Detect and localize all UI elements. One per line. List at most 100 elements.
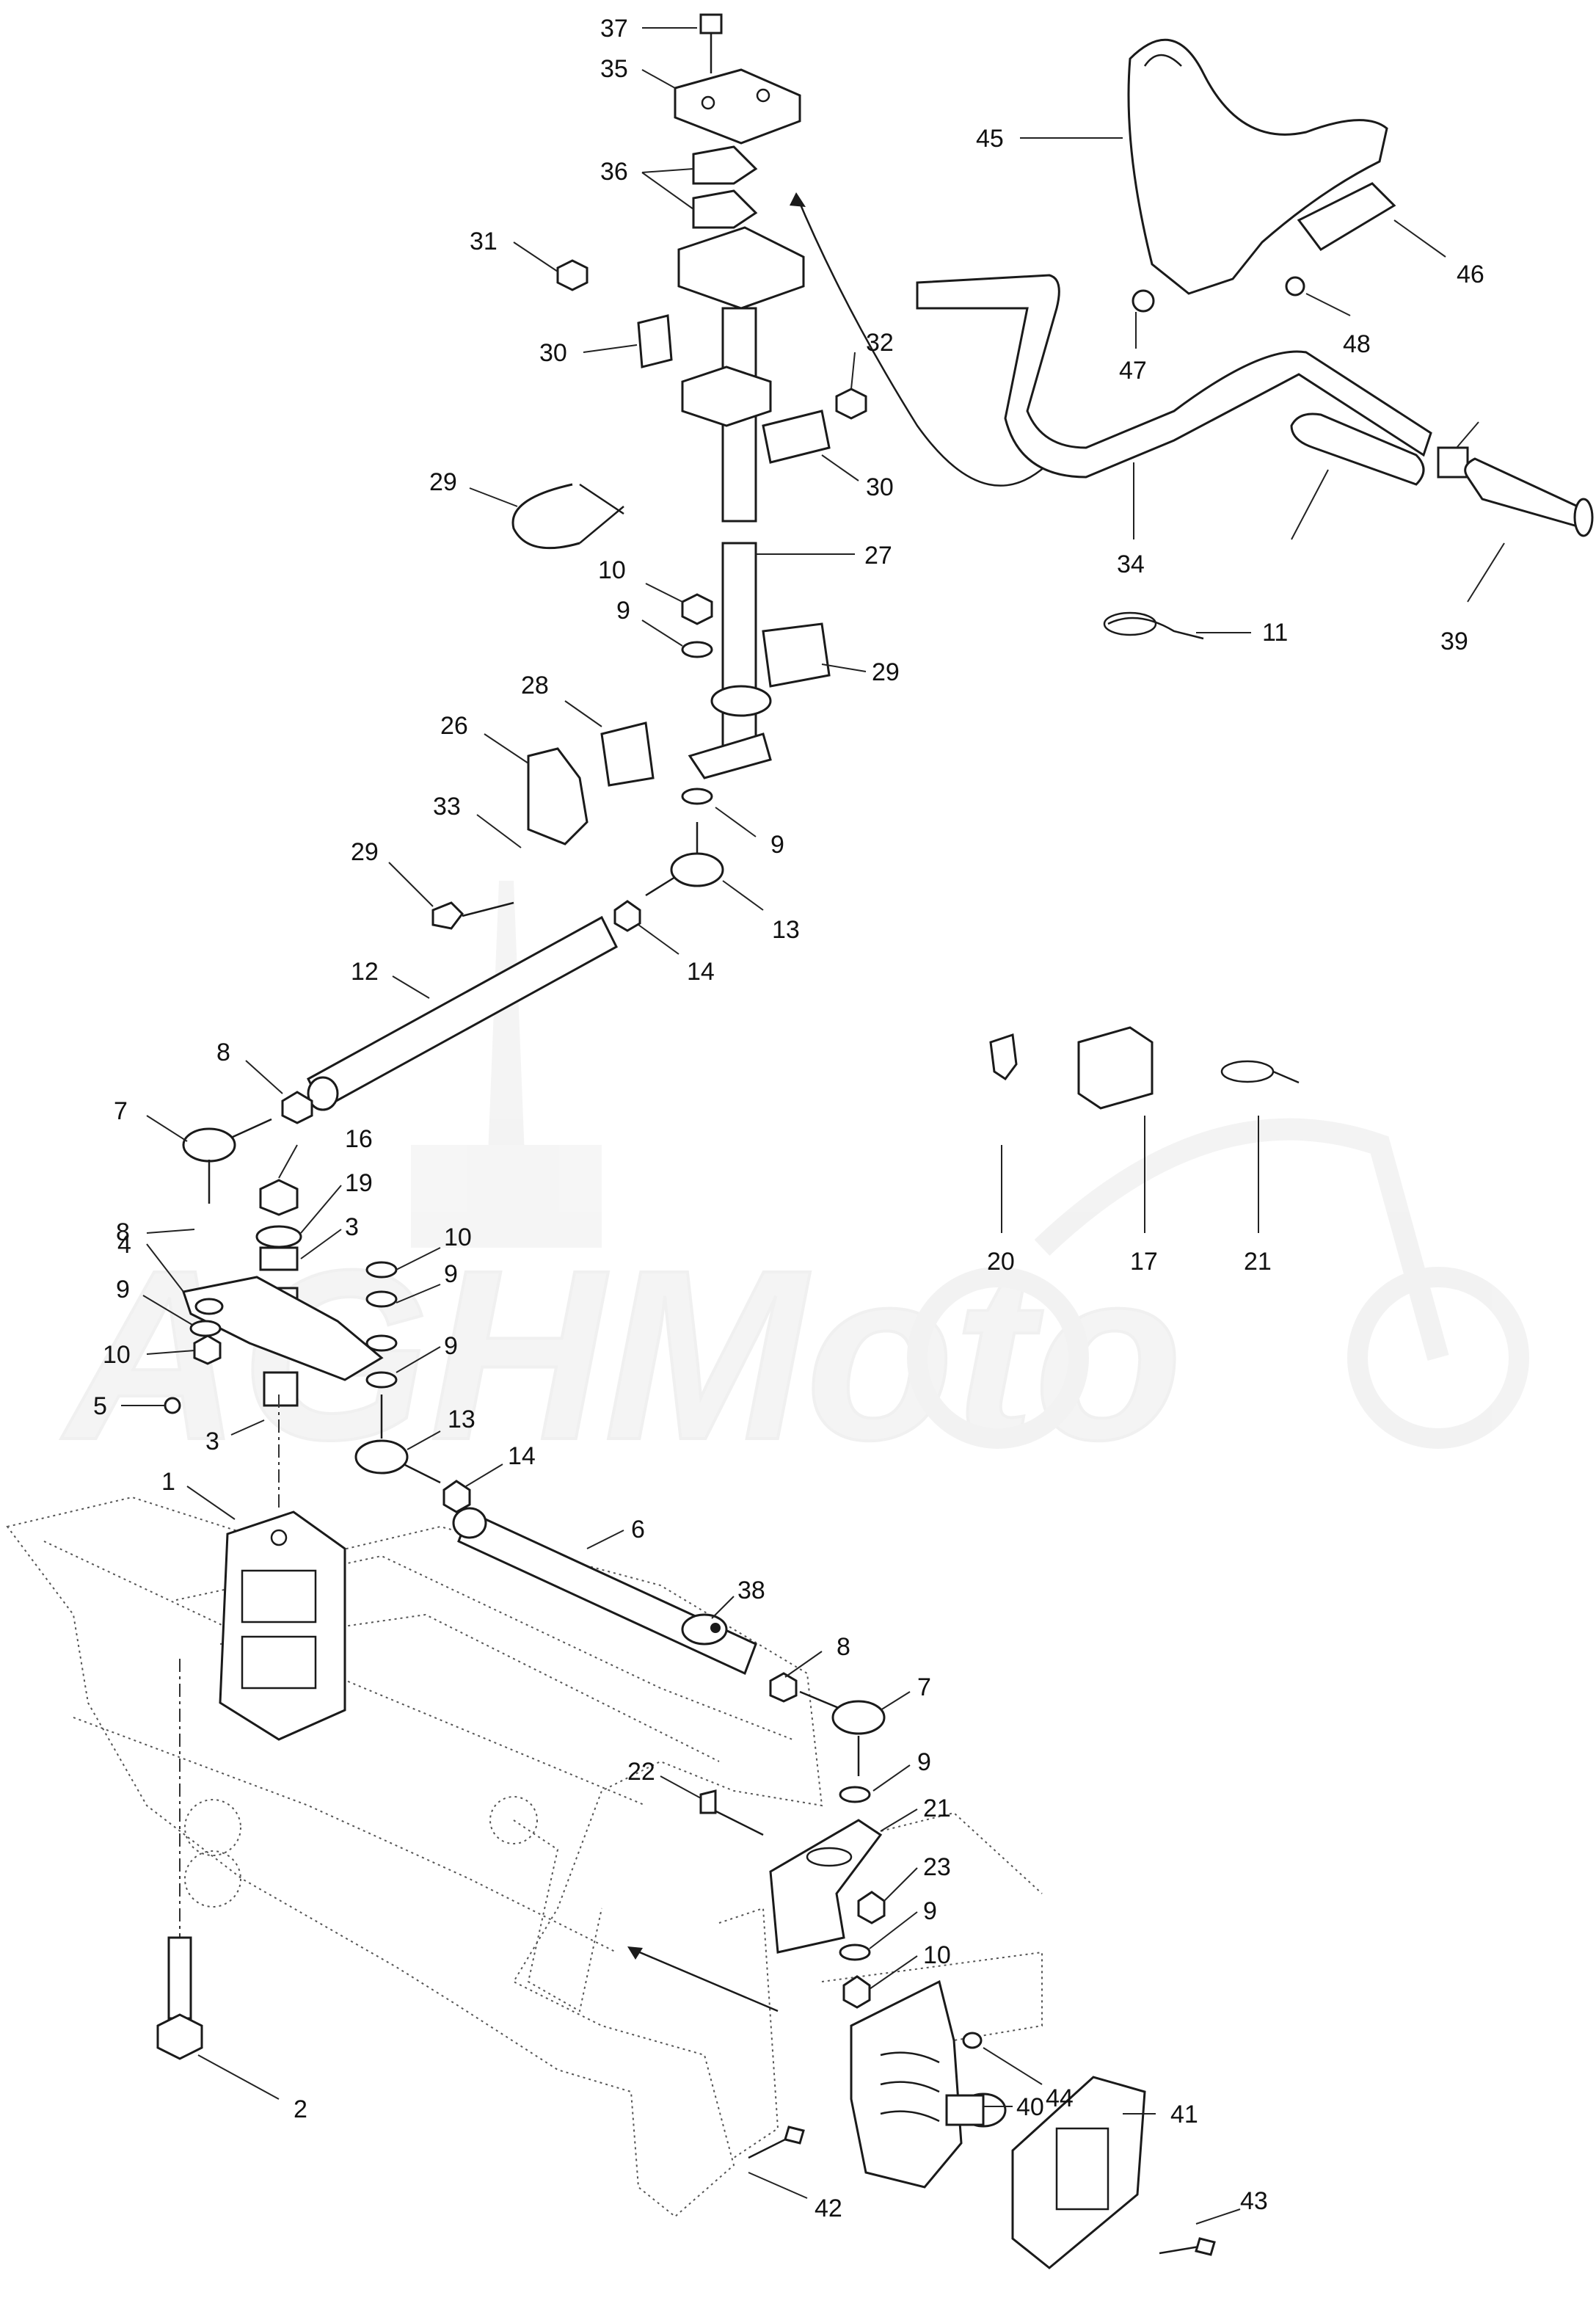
callout-label: 2 — [294, 2095, 307, 2123]
callout-label: 23 — [923, 1853, 951, 1881]
callout-label: 10 — [923, 1941, 951, 1969]
callout-20: 21 — [880, 1795, 951, 1832]
callout-label: 6 — [631, 1516, 645, 1543]
callout-26: 28 — [521, 672, 602, 727]
callout-label: 14 — [508, 1442, 536, 1470]
callout-label: 29 — [872, 658, 900, 686]
callout-label: 30 — [539, 339, 567, 367]
callout-label: 14 — [687, 958, 715, 986]
callout-46: 48 — [1305, 293, 1371, 358]
callout-9h: 9 — [869, 1897, 937, 1949]
callout-label: 3 — [345, 1213, 359, 1241]
callout-15: 16 — [278, 1125, 373, 1179]
callout-label: 19 — [345, 1169, 373, 1197]
callout-13b: 13 — [407, 1406, 475, 1450]
callout-28: 29 — [429, 468, 518, 507]
callout-14b: 14 — [465, 1442, 536, 1487]
callout-30a: 31 — [470, 228, 558, 272]
callout-25: 29 — [821, 658, 900, 686]
tie-rod-upper — [182, 915, 618, 1204]
callout-3a: 3 — [300, 1213, 359, 1259]
frame-outline — [6, 1496, 1043, 2218]
callout-label: 30 — [866, 473, 894, 501]
callout-label: 8 — [837, 1633, 850, 1661]
callout-label: 9 — [917, 1748, 931, 1776]
boot-and-plate — [748, 1979, 1216, 2269]
callout-18: 20 — [987, 1145, 1015, 1276]
callout-label: 13 — [448, 1406, 475, 1433]
steering-column — [431, 13, 1057, 932]
callout-label: 12 — [351, 958, 379, 986]
callout-label: 9 — [770, 831, 784, 859]
callout-11: 11 — [1196, 619, 1288, 647]
callout-41: 43 — [1195, 2187, 1268, 2225]
callout-label: 4 — [117, 1231, 131, 1259]
callout-label: 46 — [1457, 261, 1484, 288]
callout-label: 35 — [600, 55, 628, 83]
callout-label: 9 — [444, 1332, 458, 1360]
callout-label: 34 — [1117, 550, 1145, 578]
support-bracket — [156, 1395, 346, 2060]
callout-45: 47 — [1119, 312, 1147, 385]
callout-label: 32 — [866, 329, 894, 357]
callout-9g: 9 — [872, 1748, 931, 1792]
callout-label: 44 — [1046, 2084, 1074, 2112]
callout-label: 41 — [1170, 2101, 1198, 2128]
callout-35: 37 — [600, 15, 697, 43]
callout-4: 4 — [117, 1231, 184, 1292]
callout-label: 8 — [216, 1039, 230, 1066]
callout-43: 45 — [976, 125, 1123, 153]
callout-8a: 8 — [216, 1039, 283, 1094]
callout-37: 39 — [1440, 542, 1505, 655]
callout-label: 7 — [917, 1673, 931, 1701]
electrical-parts — [989, 1026, 1300, 1110]
svg-text:AGHMoto: AGHMoto — [59, 1219, 1183, 1490]
callout-label: 47 — [1119, 357, 1147, 385]
callout-label: 36 — [600, 158, 628, 186]
callout-34: 36 — [600, 158, 694, 210]
callout-label: 9 — [923, 1897, 937, 1925]
callout-38: 40 — [983, 2093, 1044, 2121]
callout-label: 29 — [429, 468, 457, 496]
callout-label: 39 — [1440, 628, 1468, 655]
callout-9d: 8 — [116, 1218, 195, 1246]
callout-label: 11 — [1262, 619, 1288, 647]
callout-label: 27 — [864, 542, 892, 570]
callouts: 37 35 36 31 30 32 30 29 27 10 9 29 28 26… — [93, 15, 1505, 2225]
callout-10b: 10 — [396, 1223, 472, 1270]
callout-29a: 30 — [539, 339, 638, 367]
callout-33: 35 — [600, 55, 676, 89]
callout-44: 46 — [1393, 219, 1484, 288]
callout-9b: 9 — [715, 807, 784, 859]
callout-47 — [1291, 469, 1329, 540]
callout-10a: 10 — [598, 556, 683, 603]
callout-label: 40 — [1016, 2093, 1044, 2121]
callout-label: 26 — [440, 712, 468, 740]
tie-rod-lower — [452, 1507, 886, 1776]
callout-label: 1 — [161, 1468, 175, 1496]
callout-8b: 8 — [784, 1633, 850, 1678]
callout-27: 29 — [351, 838, 434, 907]
callout-10d: 10 — [869, 1941, 951, 1990]
callout-label: 3 — [205, 1428, 219, 1455]
callout-32: 34 — [1117, 462, 1145, 578]
callout-label: 38 — [737, 1577, 765, 1604]
callout-19: 21 — [1244, 1116, 1272, 1276]
callout-label: 9 — [116, 1276, 130, 1303]
callout-31: 33 — [433, 793, 522, 848]
pitman-arm-group — [164, 1179, 471, 1513]
callout-label: 10 — [598, 556, 626, 584]
callout-label: 43 — [1240, 2187, 1268, 2215]
callout-label: 16 — [345, 1125, 373, 1153]
callout-13a: 13 — [722, 880, 800, 944]
callout-1: 1 — [161, 1468, 236, 1520]
callout-29b: 30 — [821, 454, 894, 501]
steering-arm-lower — [627, 1786, 886, 2012]
callout-label: 8 — [116, 1218, 130, 1246]
callout-24: 26 — [440, 712, 529, 764]
callout-40: 42 — [748, 2172, 842, 2222]
callout-6: 6 — [586, 1516, 645, 1549]
callout-48 — [1456, 421, 1479, 448]
callout-12: 12 — [351, 958, 430, 999]
